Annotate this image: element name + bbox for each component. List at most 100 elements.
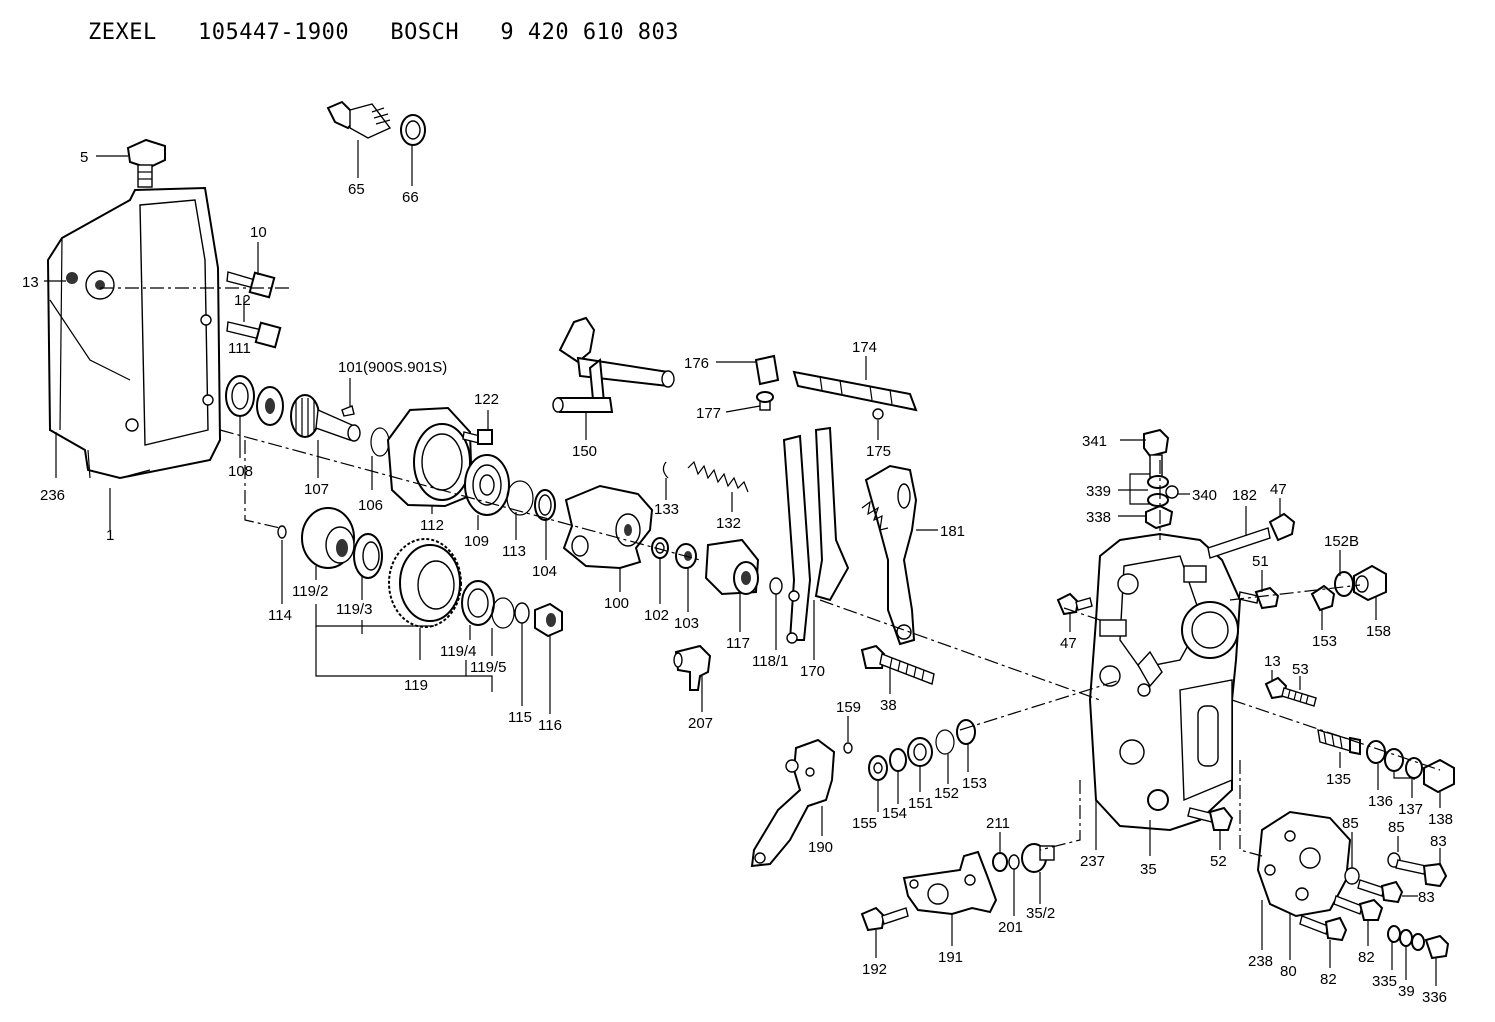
cap-nut-138-icon (1423, 758, 1455, 794)
label-104: 104 (532, 563, 557, 580)
lever-207-icon (673, 644, 712, 691)
label-100: 100 (604, 595, 629, 612)
label-341: 341 (1082, 433, 1107, 450)
clip-133-icon (662, 461, 669, 479)
label-237: 237 (1080, 853, 1105, 870)
label-108: 108 (228, 463, 253, 480)
label-47-left: 47 (1060, 635, 1077, 652)
bushing-108-icon (225, 375, 284, 426)
label-181: 181 (940, 523, 965, 540)
label-119: 119 (404, 677, 428, 694)
lever-shaft-150-icon (552, 316, 675, 413)
key-101-icon (341, 405, 355, 417)
label-103: 103 (674, 615, 699, 632)
label-65: 65 (348, 181, 365, 198)
washer-115-icon (514, 602, 530, 624)
label-158: 158 (1366, 623, 1391, 640)
fitting-65-icon (326, 100, 392, 139)
governor-housing-cover (46, 186, 222, 480)
label-35-2: 35/2 (1026, 905, 1055, 922)
label-190: 190 (808, 839, 833, 856)
nut-116-icon (534, 602, 563, 638)
circlip-119-5-icon (491, 597, 515, 629)
washer-66-icon (400, 114, 426, 146)
control-lever-190-icon (750, 738, 836, 868)
washer-339-icon (1147, 475, 1169, 507)
label-174: 174 (852, 339, 877, 356)
label-80: 80 (1280, 963, 1297, 980)
label-101: 101(900S.901S) (338, 359, 447, 376)
label-85: 85 (1342, 815, 1359, 832)
label-201: 201 (998, 919, 1023, 936)
label-340: 340 (1192, 487, 1217, 504)
label-135: 135 (1326, 771, 1351, 788)
governor-spring-132-icon (687, 460, 749, 493)
assembly-centerlines (100, 287, 1441, 857)
label-119-3: 119/3 (336, 601, 372, 618)
label-52: 52 (1210, 853, 1227, 870)
part-number-labels: 5 13 10 12 111 236 1 108 107 106 101(900… (22, 149, 1453, 1006)
seal-152-icon (935, 729, 955, 755)
label-119-4: 119/4 (440, 643, 476, 660)
plug-336-icon (1424, 934, 1450, 960)
label-192: 192 (862, 961, 887, 978)
label-177: 177 (696, 405, 721, 422)
bolt-47-left-icon (1056, 592, 1093, 616)
bolt-111-icon (226, 321, 282, 349)
block-176-icon (754, 354, 780, 386)
label-106: 106 (358, 497, 383, 514)
washer-201-icon (1008, 854, 1020, 870)
label-119-2: 119/2 (292, 583, 328, 600)
washer-137-icon (1384, 748, 1404, 772)
flange-housing-112-icon (386, 406, 474, 508)
drive-gear-shaft-107-icon (290, 394, 361, 442)
label-119-5: 119/5 (470, 659, 506, 676)
label-39: 39 (1398, 983, 1415, 1000)
washer-118-1-icon (769, 577, 783, 595)
label-207: 207 (688, 715, 713, 732)
label-38: 38 (880, 697, 897, 714)
guide-lever-170-icon (782, 426, 850, 644)
bolt-52-icon (1187, 806, 1234, 831)
screw-177-icon (756, 391, 774, 411)
label-66: 66 (402, 189, 419, 206)
seal-152B-icon (1334, 571, 1354, 597)
label-112: 112 (420, 517, 444, 534)
nut-338-icon (1145, 504, 1174, 530)
ball-bearing-109-icon (464, 454, 510, 516)
label-115: 115 (508, 709, 532, 726)
leader-lines (44, 140, 1441, 986)
label-102: 102 (644, 607, 669, 624)
label-150: 150 (572, 443, 597, 460)
label-153-right: 153 (1312, 633, 1337, 650)
link-rail-174-icon (792, 370, 918, 412)
label-176: 176 (684, 355, 709, 372)
label-47: 47 (1270, 481, 1287, 498)
pin-159-icon (843, 742, 853, 754)
bolt-341-icon (1143, 428, 1170, 478)
washer-155-icon (868, 755, 888, 781)
washers-335-39-icon (1387, 925, 1425, 951)
bolt-51-icon (1238, 586, 1280, 610)
label-151: 151 (908, 795, 933, 812)
label-338: 338 (1086, 509, 1111, 526)
label-83: 83 (1430, 833, 1447, 850)
label-238: 238 (1248, 953, 1273, 970)
plug-35-2-icon (1021, 843, 1055, 873)
pin-114-icon (277, 525, 287, 539)
label-136: 136 (1368, 793, 1393, 810)
label-159: 159 (836, 699, 861, 716)
bolt-10-icon (226, 271, 276, 299)
label-10: 10 (250, 224, 267, 241)
stud-53-icon (1281, 687, 1317, 707)
label-155: 155 (852, 815, 877, 832)
label-85-right: 85 (1388, 819, 1405, 836)
label-35: 35 (1140, 861, 1157, 878)
page-title: ZEXEL 105447-1900 BOSCH 9 420 610 803 (88, 20, 680, 45)
label-182: 182 (1232, 487, 1257, 504)
plug-158-icon (1353, 564, 1387, 602)
gear-119-icon (388, 538, 462, 628)
label-138: 138 (1428, 811, 1453, 828)
flyweight-assembly-100-icon (562, 484, 654, 570)
